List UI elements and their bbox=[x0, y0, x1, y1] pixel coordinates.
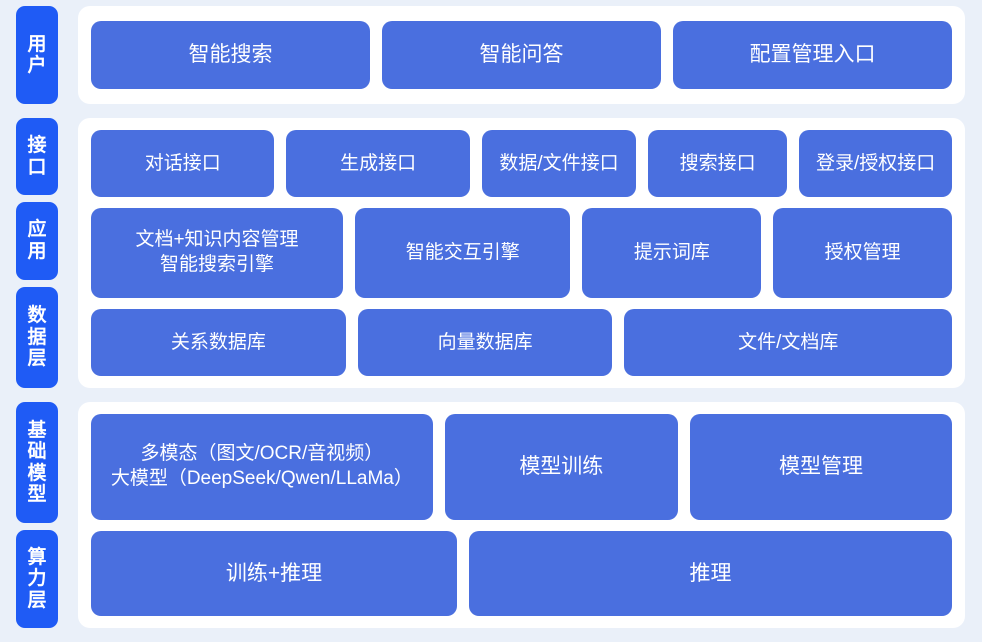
card-authorization-management[interactable]: 授权管理 bbox=[773, 207, 953, 299]
rail-label-char: 层 bbox=[27, 347, 47, 369]
card-inference[interactable]: 推理 bbox=[469, 531, 952, 616]
rail-label-char: 用 bbox=[27, 33, 47, 55]
rail-label-char: 据 bbox=[27, 326, 47, 348]
rail-label-char: 础 bbox=[27, 441, 47, 463]
layer-label-compute-text: 算力层 bbox=[27, 547, 46, 611]
layer-label-interface: 接口 bbox=[16, 118, 58, 196]
layer-label-user-text: 用户 bbox=[27, 34, 46, 77]
card-doc-knowledge-management[interactable]: 文档+知识内容管理 智能搜索引擎 bbox=[91, 207, 344, 299]
card-intelligent-search[interactable]: 智能搜索 bbox=[91, 21, 370, 89]
layer-label-application: 应用 bbox=[16, 202, 58, 280]
layer-label-foundation-model-text: 基础模型 bbox=[27, 420, 46, 506]
row-user: 智能搜索 智能问答 配置管理入口 bbox=[91, 21, 952, 89]
layer-label-interface-text: 接口 bbox=[27, 135, 46, 178]
layer-label-data-text: 数据层 bbox=[27, 305, 46, 369]
row-compute: 训练+推理 推理 bbox=[91, 531, 952, 616]
card-intelligent-interaction-engine[interactable]: 智能交互引擎 bbox=[355, 207, 571, 299]
rail-label-char: 应 bbox=[27, 219, 47, 241]
card-model-management[interactable]: 模型管理 bbox=[689, 414, 952, 521]
card-model-training[interactable]: 模型训练 bbox=[444, 414, 678, 521]
rail-label-char: 户 bbox=[27, 55, 47, 76]
rail-label-char: 用 bbox=[27, 240, 47, 262]
card-data-file-api[interactable]: 数据/文件接口 bbox=[481, 130, 637, 197]
rail-label-char: 模 bbox=[27, 462, 47, 484]
panel-middle: 对话接口 生成接口 数据/文件接口 搜索接口 登录/授权接口 文档+知识内容管理… bbox=[78, 118, 965, 388]
row-application: 文档+知识内容管理 智能搜索引擎 智能交互引擎 提示词库 授权管理 bbox=[91, 207, 953, 299]
card-generation-api[interactable]: 生成接口 bbox=[286, 130, 470, 197]
card-training-plus-inference[interactable]: 训练+推理 bbox=[91, 531, 458, 616]
layer-label-compute: 算力层 bbox=[16, 530, 58, 628]
layer-label-data: 数据层 bbox=[16, 286, 58, 388]
layer-label-application-text: 应用 bbox=[27, 219, 46, 262]
band-middle: 接口 应用 数据层 对话接口 生成接口 数据/文件接口 搜索接口 登录/授权接口… bbox=[16, 118, 965, 388]
layer-label-user: 用户 bbox=[16, 6, 58, 104]
card-vector-database[interactable]: 向量数据库 bbox=[357, 309, 613, 376]
card-intelligent-qa[interactable]: 智能问答 bbox=[382, 21, 661, 89]
card-relational-database[interactable]: 关系数据库 bbox=[91, 309, 346, 376]
card-login-auth-api[interactable]: 登录/授权接口 bbox=[799, 130, 953, 197]
rail-middle: 接口 应用 数据层 bbox=[16, 118, 58, 388]
rail-base: 基础模型 算力层 bbox=[16, 402, 58, 628]
rail-label-char: 型 bbox=[27, 484, 47, 506]
rail-label-char: 算 bbox=[27, 546, 47, 568]
layer-label-foundation-model: 基础模型 bbox=[16, 402, 58, 524]
row-interface: 对话接口 生成接口 数据/文件接口 搜索接口 登录/授权接口 bbox=[91, 130, 953, 197]
rail-label-char: 基 bbox=[27, 419, 47, 441]
card-search-api[interactable]: 搜索接口 bbox=[648, 130, 788, 197]
rail-label-char: 数 bbox=[27, 305, 47, 327]
card-prompt-library[interactable]: 提示词库 bbox=[582, 207, 762, 299]
row-data: 关系数据库 向量数据库 文件/文档库 bbox=[91, 309, 953, 376]
card-config-management-entry[interactable]: 配置管理入口 bbox=[673, 21, 952, 89]
band-base: 基础模型 算力层 多模态（图文/OCR/音视频） 大模型（DeepSeek/Qw… bbox=[16, 402, 965, 628]
rail-label-char: 接 bbox=[27, 135, 47, 157]
rail-user: 用户 bbox=[16, 6, 58, 104]
panel-base: 多模态（图文/OCR/音视频） 大模型（DeepSeek/Qwen/LLaMa）… bbox=[78, 402, 965, 628]
band-user: 用户 智能搜索 智能问答 配置管理入口 bbox=[16, 6, 965, 104]
card-multimodal-large-model[interactable]: 多模态（图文/OCR/音视频） 大模型（DeepSeek/Qwen/LLaMa） bbox=[91, 414, 433, 521]
row-foundation-model: 多模态（图文/OCR/音视频） 大模型（DeepSeek/Qwen/LLaMa）… bbox=[91, 414, 952, 521]
card-dialogue-api[interactable]: 对话接口 bbox=[91, 130, 275, 197]
rail-label-char: 力 bbox=[27, 568, 47, 590]
card-file-document-store[interactable]: 文件/文档库 bbox=[624, 309, 953, 376]
rail-label-char: 层 bbox=[27, 589, 47, 611]
rail-label-char: 口 bbox=[27, 156, 47, 178]
panel-user: 智能搜索 智能问答 配置管理入口 bbox=[78, 6, 965, 104]
